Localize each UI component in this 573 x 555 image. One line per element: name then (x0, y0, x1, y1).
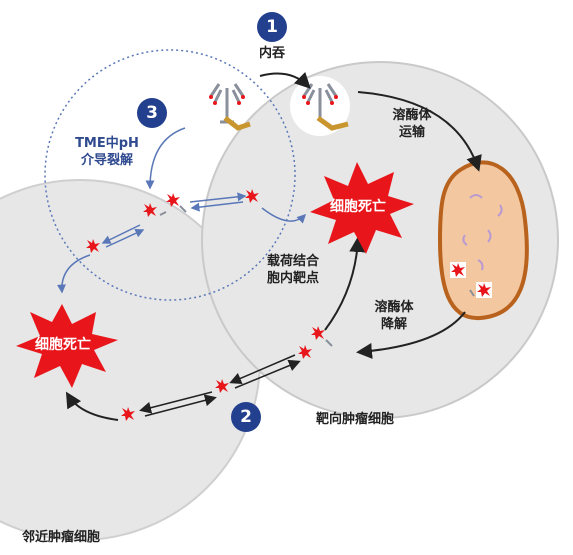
cell-death-burst-neighbor (16, 304, 118, 388)
payload-bind-label-line2: 胞内靶点 (266, 271, 319, 286)
endocytosis-label: 内吞 (258, 46, 285, 61)
tme-to-target-arrow (261, 207, 307, 224)
neighbor-cell-label: 邻近肿瘤细胞 (21, 530, 100, 545)
tme-ph-label-line1: TME中pH (75, 136, 139, 151)
lysosome-degrade-label-line2: 降解 (380, 317, 407, 332)
cell-death-label-neighbor: 细胞死亡 (35, 337, 91, 353)
tme-to-neighbor-arrow (56, 254, 91, 294)
adc-antibody-endocytosis (302, 83, 349, 131)
tme-cleavage-arrow (145, 127, 186, 190)
tme-region (44, 49, 296, 301)
lysosome-transport-label-line1: 溶酶体 (392, 108, 432, 123)
lysosome-transport-label-line2: 运输 (398, 125, 425, 140)
target-tumor-cell (201, 61, 559, 419)
tme-ph-label-line2: 介导裂解 (80, 153, 133, 168)
payload-bind-arrow (324, 236, 366, 331)
payload-bind-label-line1: 载荷结合 (266, 254, 319, 269)
cell-death-burst-target (310, 162, 414, 254)
target-cell-label: 靶向肿瘤细胞 (315, 412, 394, 427)
step-2-badge: 2 (231, 402, 261, 432)
lysosome-degrade-label-line1: 溶酶体 (374, 300, 414, 315)
step-3-badge: 3 (137, 98, 167, 128)
endocytosis-arrow (259, 71, 311, 89)
lysosome-transport-arrow (357, 91, 482, 172)
lysosome-degradation-arrow (356, 311, 466, 359)
cell-death-label-target: 细胞死亡 (330, 199, 386, 215)
adc-antibody-outside (209, 83, 251, 131)
lysosome (437, 160, 529, 321)
neighbor-cell-death-arrow (65, 391, 119, 421)
step-1-badge: 1 (257, 12, 287, 42)
